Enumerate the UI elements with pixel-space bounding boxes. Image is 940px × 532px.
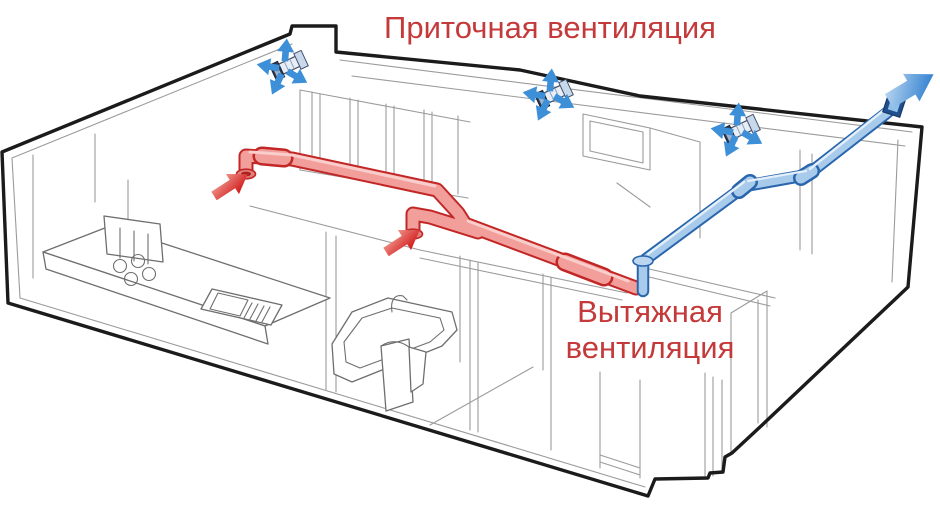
exhaust-main-inner <box>240 150 642 294</box>
outlet-joint-inner <box>733 165 818 197</box>
outlet-main-inner <box>641 107 893 264</box>
exhaust-duct-red <box>235 146 644 296</box>
center-partitions <box>325 231 641 479</box>
toilet-lid-line <box>380 341 410 348</box>
building-shell-fill <box>2 26 922 496</box>
kitchen-counter-front <box>42 251 269 345</box>
window-wall <box>582 113 701 239</box>
supply-ventilation-label: Приточная вентиляция <box>384 10 716 45</box>
exhaust-ventilation-label-line1: Вытяжная <box>577 294 723 329</box>
riser-cap <box>632 255 654 267</box>
bathtub-icon <box>331 297 458 383</box>
toilet-bowl-icon <box>408 346 427 393</box>
exhaust-exit <box>882 73 934 118</box>
kitchen <box>42 215 331 345</box>
exhaust-outlet-duct-blue <box>632 105 895 298</box>
outlet-highlight <box>646 108 886 256</box>
toilet-tank-icon <box>380 338 414 412</box>
bathroom <box>331 295 458 412</box>
bathtub-rim <box>343 307 445 369</box>
inner-roof-edges <box>11 43 913 488</box>
duct-coupler-inner <box>255 149 611 284</box>
exhaust-ventilation-label-line2: вентиляция <box>566 330 735 365</box>
exhaust-branch-inner <box>407 208 484 238</box>
right-room-walls <box>644 149 813 477</box>
kitchen-sink-icon <box>200 288 283 326</box>
stove-burners-icon <box>112 253 157 287</box>
left-room-walls <box>32 133 421 279</box>
exhaust-highlight <box>248 150 630 283</box>
bath-faucet-icon <box>391 295 408 313</box>
building-outline <box>0 24 924 498</box>
exhaust-exit-arrow <box>884 73 934 108</box>
